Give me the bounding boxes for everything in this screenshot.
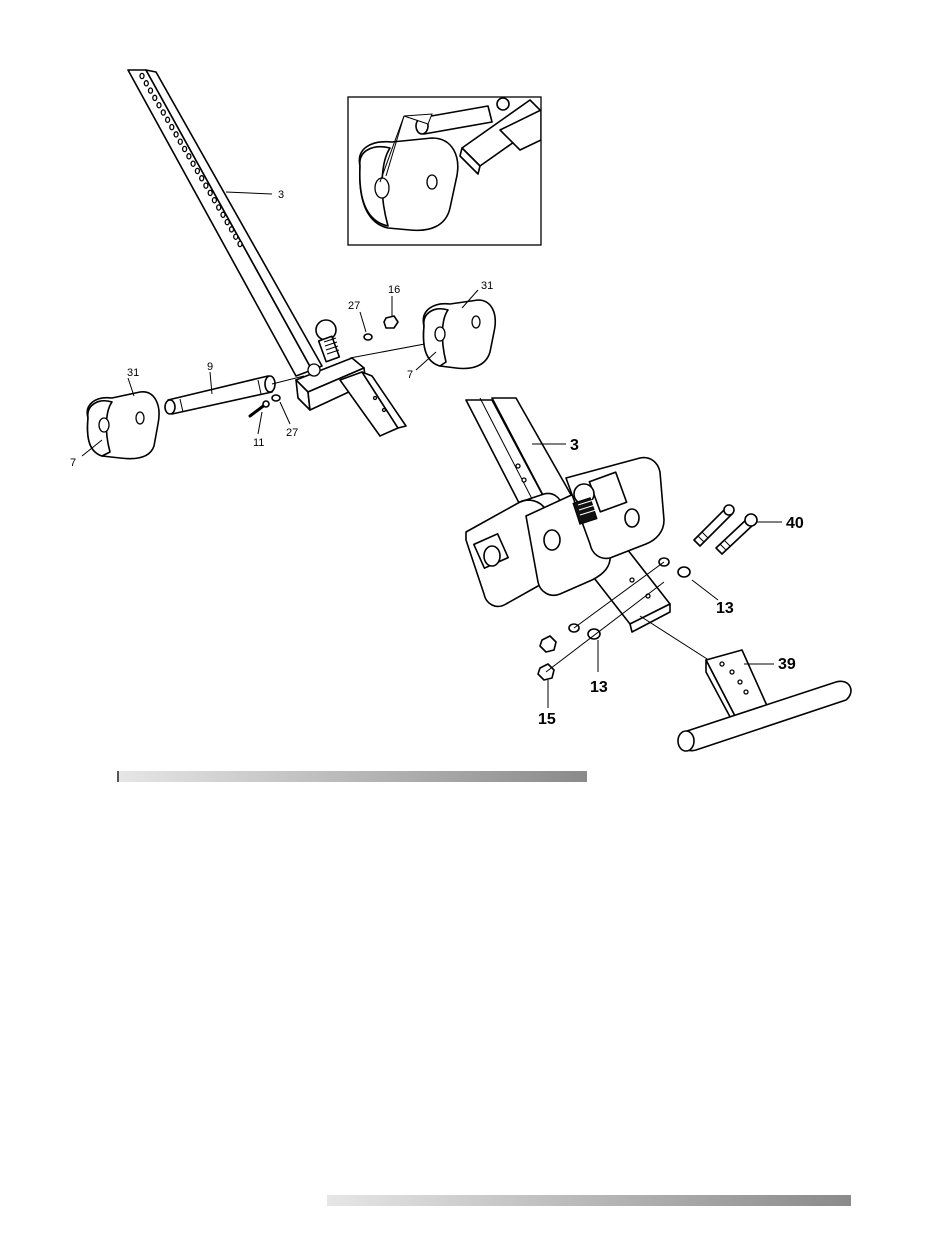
adjustment-hole <box>183 146 187 151</box>
adjustment-hole <box>166 117 170 122</box>
adjustment-hole <box>230 227 234 232</box>
adjustment-hole <box>195 168 199 173</box>
adjustment-hole <box>217 205 221 210</box>
washer-27-bottom <box>272 395 280 401</box>
label-11: 11 <box>253 437 264 449</box>
adjustment-hole <box>149 88 153 93</box>
adjustment-hole <box>212 198 216 203</box>
washer-13-upper-b <box>678 567 690 577</box>
bolts-40 <box>694 505 757 554</box>
washer-27-top <box>364 334 372 340</box>
adjustment-hole <box>204 183 208 188</box>
end-cap-left <box>87 392 159 459</box>
label-13-upper: 13 <box>716 600 734 617</box>
label-7-right: 7 <box>407 369 413 381</box>
label-40: 40 <box>786 515 804 532</box>
adjustment-hole <box>208 190 212 195</box>
adjustment-hole <box>238 241 242 246</box>
washer-13-lower-b <box>588 629 600 639</box>
label-16: 16 <box>388 284 400 296</box>
divider-bar-middle <box>117 771 587 782</box>
nut-15-a <box>540 636 556 652</box>
adjustment-hole <box>174 132 178 137</box>
label-13-lower: 13 <box>590 679 608 696</box>
adjustment-hole <box>221 212 225 217</box>
adjustment-hole <box>153 95 157 100</box>
label-31-left: 31 <box>127 367 139 379</box>
label-27-bottom: 27 <box>286 427 298 439</box>
adjustment-hole <box>191 161 195 166</box>
label-31-right: 31 <box>481 280 493 292</box>
label-3-a: 3 <box>278 189 284 201</box>
end-cap-right <box>423 300 495 368</box>
adjustment-hole <box>140 73 144 78</box>
inset-detail <box>348 97 548 245</box>
adjustment-hole <box>144 81 148 86</box>
adjustment-hole <box>170 125 174 130</box>
label-7-left: 7 <box>70 457 76 469</box>
label-39: 39 <box>778 656 796 673</box>
adjustment-hole <box>161 110 165 115</box>
adjustment-hole <box>234 234 238 239</box>
pop-pin-knob <box>316 320 339 362</box>
adjustment-hole <box>187 154 191 159</box>
adjustment-hole <box>200 176 204 181</box>
bolt-11 <box>250 401 269 416</box>
label-27-top: 27 <box>348 300 360 312</box>
stabilizer-39 <box>678 650 851 751</box>
label-15: 15 <box>538 711 556 728</box>
nut-16 <box>384 316 398 328</box>
adjustment-hole <box>225 220 229 225</box>
label-3-b: 3 <box>570 437 579 454</box>
label-9: 9 <box>207 361 213 373</box>
adjustment-hole <box>157 103 161 108</box>
adjustment-hole <box>178 139 182 144</box>
divider-bar-bottom <box>327 1195 851 1206</box>
